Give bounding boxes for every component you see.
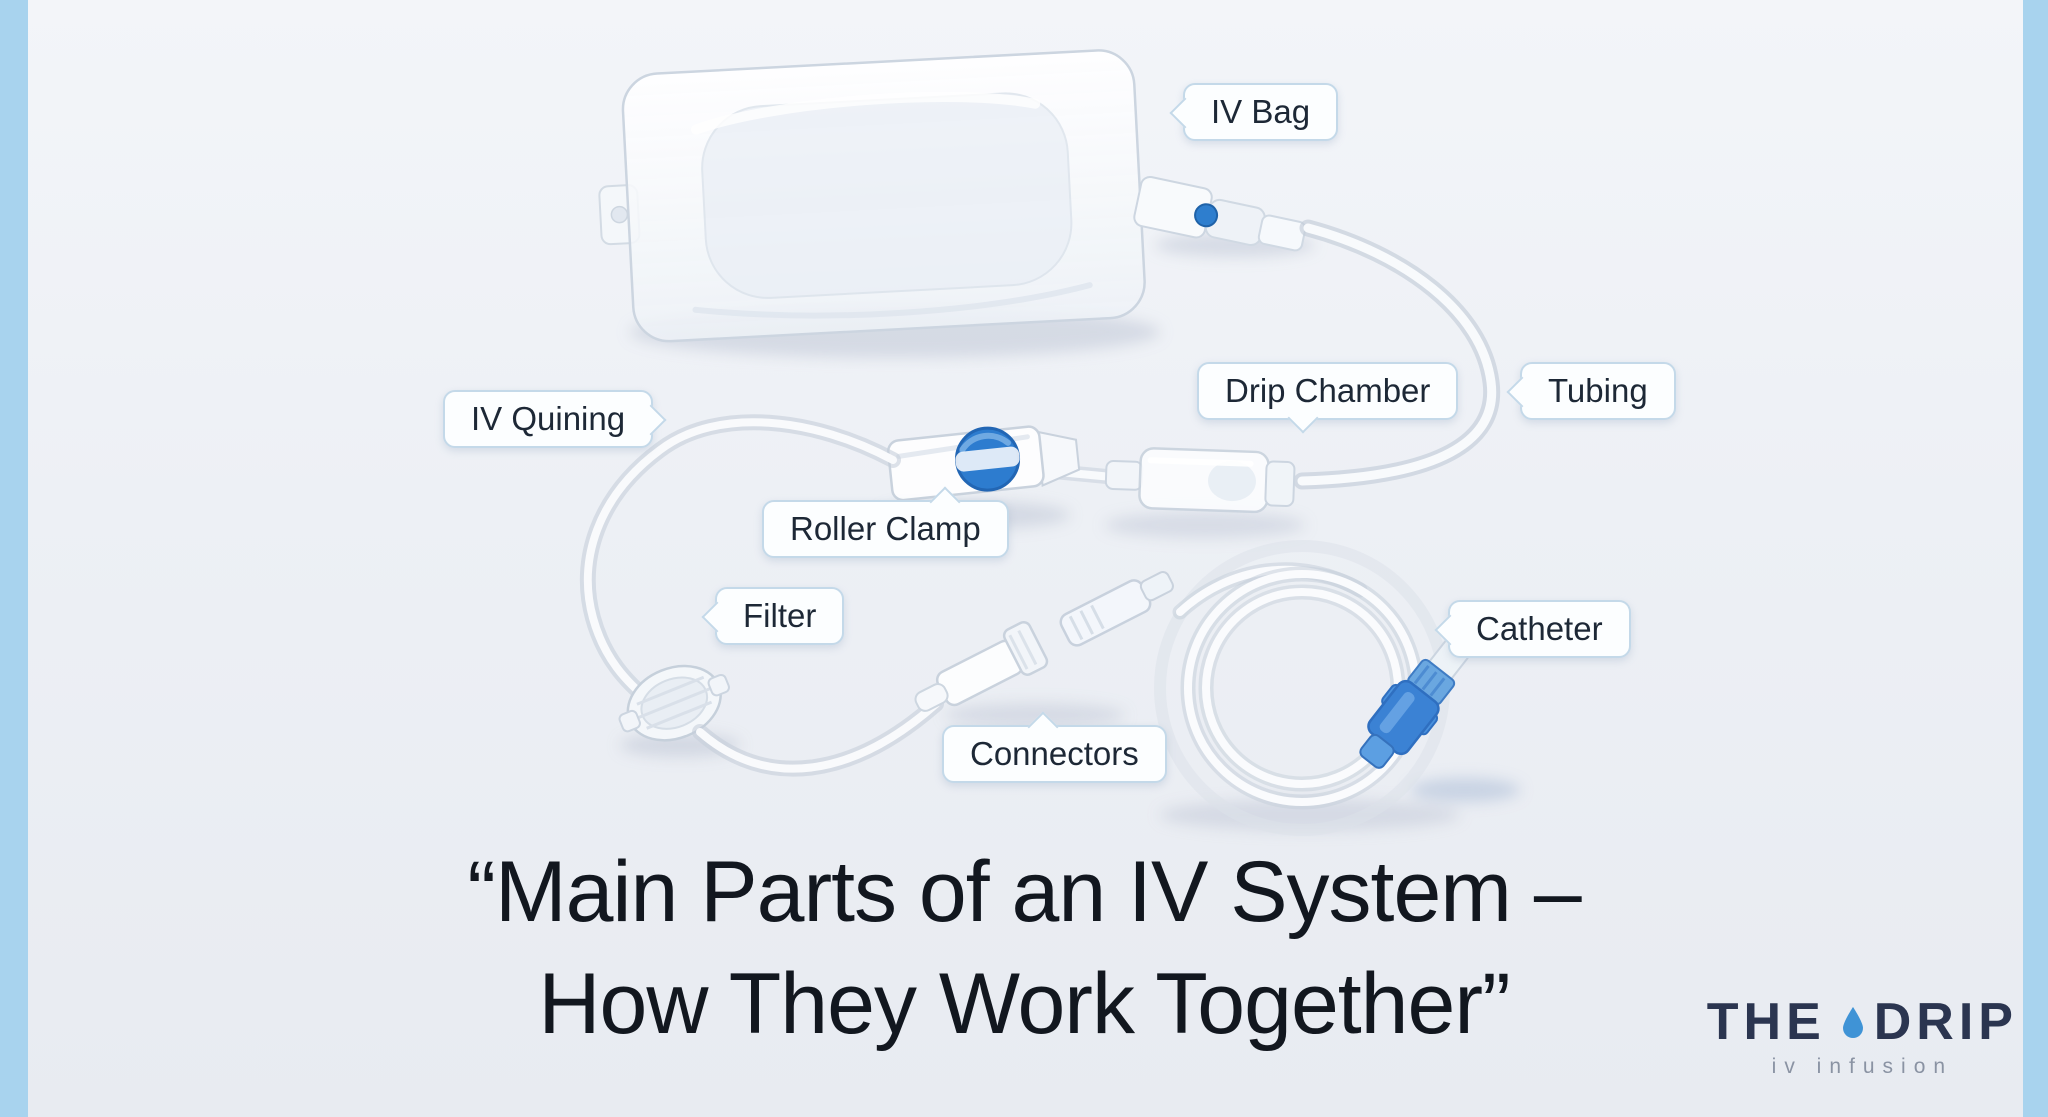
label-tubing: Tubing <box>1506 362 1676 420</box>
iv-bag-graphic <box>598 49 1146 343</box>
curved-tubing-graphic <box>579 414 901 710</box>
label-drip-chamber-text: Drip Chamber <box>1225 372 1431 409</box>
brand-logo-name: THE DRIP <box>1707 992 2018 1052</box>
brand-logo-name-part1: THE <box>1706 993 1826 1051</box>
bag-spike-graphic <box>1133 175 1307 252</box>
connectors-graphic <box>914 571 1174 712</box>
label-connectors-text: Connectors <box>970 735 1139 772</box>
page-title: “Main Parts of an IV System – How They W… <box>40 836 2008 1060</box>
label-filter: Filter <box>701 587 845 645</box>
label-iv-quining-text: IV Quining <box>471 400 626 437</box>
label-filter-text: Filter <box>743 597 817 634</box>
drip-chamber-graphic <box>1104 447 1296 514</box>
label-catheter: Catheter <box>1434 600 1631 658</box>
water-drop-icon <box>1842 1007 1863 1038</box>
left-border-strip <box>0 0 28 1117</box>
tubing-coil-graphic <box>1172 562 1436 810</box>
label-catheter-text: Catheter <box>1476 610 1603 647</box>
page-title-line1: “Main Parts of an IV System – <box>467 844 1581 940</box>
right-border-strip <box>2023 0 2048 1117</box>
filter-graphic <box>618 664 730 742</box>
label-drip-chamber: Drip Chamber <box>1197 362 1459 434</box>
brand-logo: THE DRIP iv infusion <box>1707 992 2018 1079</box>
label-iv-bag: IV Bag <box>1169 83 1339 141</box>
brand-logo-tagline: iv infusion <box>1771 1055 1954 1078</box>
label-connectors: Connectors <box>942 711 1167 783</box>
blue-drop-port <box>1194 203 1219 228</box>
brand-logo-name-part2: DRIP <box>1873 993 2018 1051</box>
roller-clamp-graphic <box>886 425 1081 502</box>
label-tubing-text: Tubing <box>1548 372 1648 409</box>
label-roller-clamp-text: Roller Clamp <box>790 510 981 547</box>
label-iv-quining: IV Quining <box>443 390 667 448</box>
tubing-lower-graphic <box>692 696 944 777</box>
label-roller-clamp: Roller Clamp <box>762 486 1009 558</box>
tubing-arc-graphic <box>1293 219 1501 490</box>
page-title-line2: How They Work Together” <box>538 956 1510 1052</box>
label-iv-bag-text: IV Bag <box>1211 93 1311 130</box>
catheter-graphic <box>1359 637 1470 769</box>
